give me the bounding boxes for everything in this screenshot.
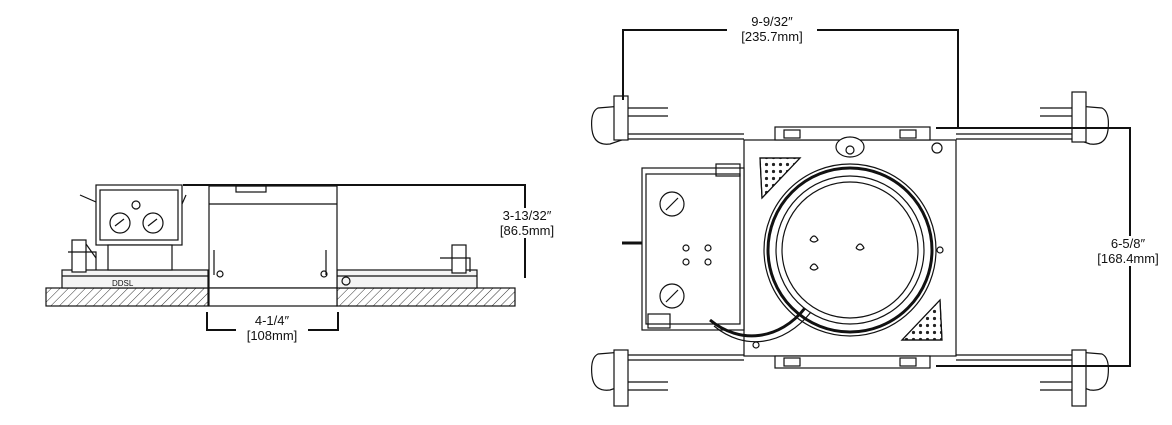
junction-box-side [79, 184, 187, 271]
top-width-imperial: 9-9/32″ [751, 14, 793, 29]
side-height-metric: [86.5mm] [499, 223, 555, 238]
top-depth-metric: [168.4mm] [1097, 251, 1159, 266]
top-width-dimension-label: 9-9/32″ [235.7mm] [727, 14, 817, 44]
junction-box-top [641, 163, 745, 331]
ceiling-section [45, 287, 516, 307]
housing-stamp: DDSL [112, 279, 134, 288]
side-view: DDSL [45, 184, 526, 331]
mounting-rail: DDSL [61, 269, 478, 289]
hanger-clips [591, 91, 1109, 407]
side-aperture-dimension-label: 4-1/4″ [108mm] [236, 313, 308, 343]
width-dimension-line [622, 29, 959, 128]
flexible-conduit [709, 307, 812, 343]
right-bar-hanger [440, 244, 471, 274]
top-depth-imperial: 6-5/8″ [1110, 236, 1146, 251]
side-aperture-metric: [108mm] [246, 328, 298, 343]
left-bar-hanger [68, 239, 97, 273]
height-dimension-line [183, 184, 526, 278]
top-width-metric: [235.7mm] [741, 29, 803, 44]
side-aperture-imperial: 4-1/4″ [254, 313, 290, 328]
housing-can-side [208, 185, 351, 307]
vent-triangles [759, 157, 943, 341]
side-height-imperial: 3-13/32″ [502, 208, 552, 223]
top-depth-dimension-label: 6-5/8″ [168.4mm] [1086, 236, 1170, 266]
top-view [591, 29, 1131, 407]
aperture-ring [763, 163, 937, 337]
side-height-dimension-label: 3-13/32″ [86.5mm] [492, 208, 562, 238]
